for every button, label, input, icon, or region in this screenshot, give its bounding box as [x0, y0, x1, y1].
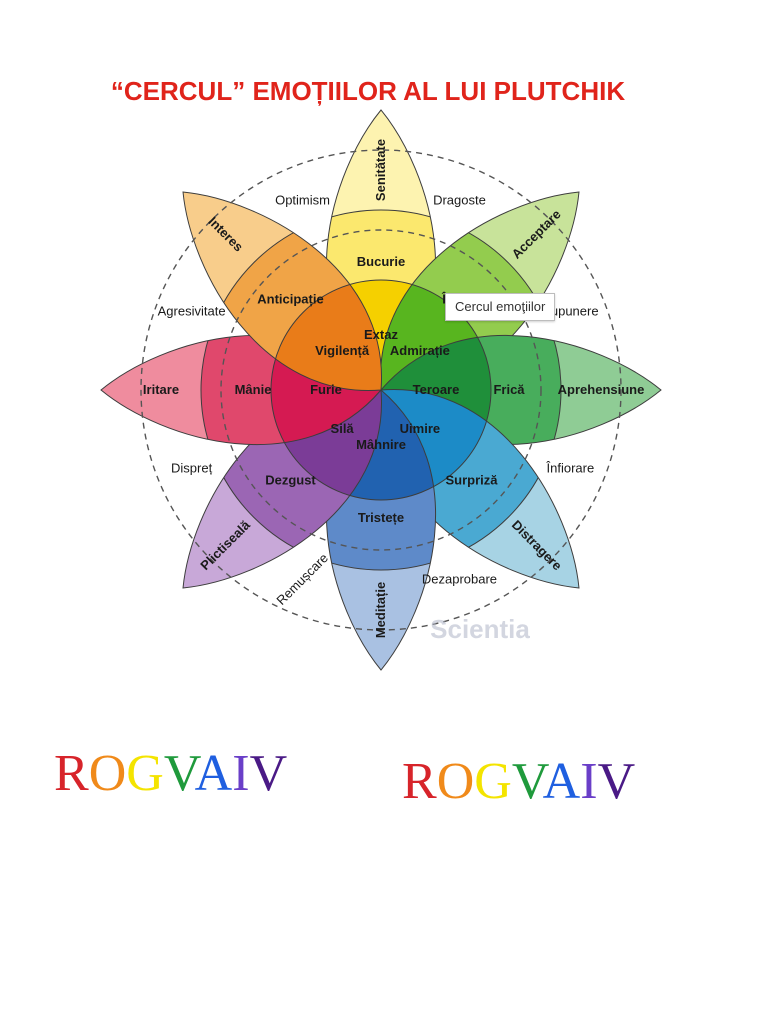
dyad-label: Remușcare: [273, 550, 331, 608]
rogvaiv-letter: V: [597, 753, 636, 810]
emotion-label-middle: Anticipație: [257, 291, 323, 306]
tooltip: Cercul emoţiilor: [445, 293, 556, 321]
rogvaiv-letter: R: [402, 753, 437, 810]
plutchik-wheel: “CERCUL” EMOȚIILOR AL LUI PLUTCHIK Extaz…: [0, 60, 768, 680]
rogvaiv-letter: A: [194, 745, 233, 802]
emotion-label-middle: Tristețe: [358, 510, 404, 525]
wheel-title: “CERCUL” EMOȚIILOR AL LUI PLUTCHIK: [111, 76, 625, 106]
rogvaiv-letter: O: [436, 753, 475, 810]
rogvaiv-text-1: ROGVAIV: [54, 744, 287, 803]
emotion-label-outer: Meditație: [373, 582, 388, 638]
rogvaiv-letter: G: [126, 745, 164, 802]
emotion-label-inner: Mâhnire: [356, 437, 406, 452]
petals-group: [100, 109, 662, 671]
dyad-label: Supunere: [542, 304, 598, 319]
outer-dashed-circle: [140, 149, 622, 631]
dyad-label: Înfiorare: [546, 460, 595, 475]
rogvaiv-letter: O: [88, 745, 127, 802]
emotion-label-middle: Dezgust: [265, 473, 316, 488]
emotion-label-middle: Bucurie: [357, 254, 405, 269]
dyad-label: Agresivitate: [158, 304, 226, 319]
emotion-label-outer: Aprehensiune: [558, 382, 645, 397]
rogvaiv-letter: R: [54, 745, 89, 802]
dyad-label: Dragoste: [433, 193, 486, 208]
emotion-label-inner: Extaz: [364, 327, 398, 342]
emotion-label-middle: Frică: [493, 382, 525, 397]
rogvaiv-letter: I: [232, 745, 250, 802]
rogvaiv-letter: V: [249, 745, 288, 802]
dyad-label: Optimism: [275, 193, 330, 208]
emotion-label-middle: Surpriză: [446, 473, 499, 488]
dyad-label: Dispreț: [171, 460, 213, 475]
emotion-label-inner: Furie: [310, 382, 342, 397]
emotion-wheel-svg: “CERCUL” EMOȚIILOR AL LUI PLUTCHIK Extaz…: [100, 76, 662, 671]
emotion-label-outer: Senitătate: [373, 139, 388, 201]
emotion-label-inner: Vigilență: [315, 343, 370, 358]
emotion-label-outer: Iritare: [143, 382, 179, 397]
emotion-label-inner: Silă: [331, 421, 355, 436]
emotion-label-inner: Teroare: [413, 382, 460, 397]
rogvaiv-letter: V: [163, 745, 195, 802]
rogvaiv-letter: V: [511, 753, 543, 810]
rogvaiv-letter: I: [580, 753, 598, 810]
rogvaiv-letter: A: [542, 753, 581, 810]
emotion-label-inner: Admirație: [390, 343, 450, 358]
emotion-label-middle: Mânie: [235, 382, 272, 397]
petal: [144, 153, 420, 429]
emotion-label-inner: Uimire: [400, 421, 440, 436]
rogvaiv-letter: G: [474, 753, 512, 810]
dyad-label: Dezaprobare: [422, 571, 497, 586]
rogvaiv-text-2: ROGVAIV: [402, 752, 635, 811]
inner-dashed-circle: [220, 229, 542, 551]
watermark: Scientia: [430, 614, 530, 644]
